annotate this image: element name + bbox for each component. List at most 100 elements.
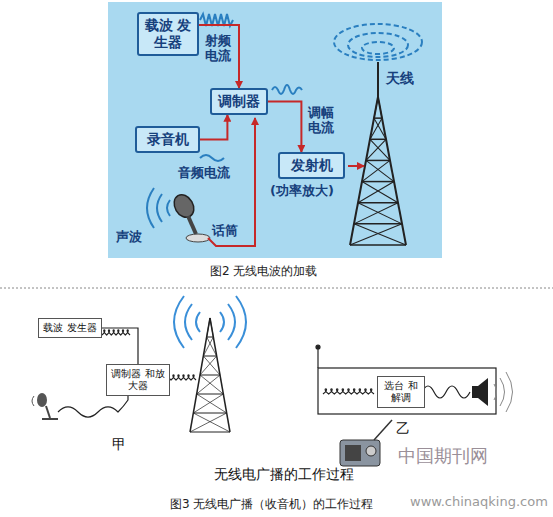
antenna-tower [362, 160, 390, 181]
box-label: 发射机 [284, 157, 339, 174]
antenna-tower [370, 139, 386, 141]
audio-wire [58, 396, 128, 417]
antenna-tower [354, 223, 402, 225]
radio-receiver [366, 446, 376, 456]
connector [200, 115, 227, 140]
antenna-tower [200, 375, 223, 394]
sound-waves [157, 194, 162, 222]
sound-waves [167, 200, 170, 216]
receiver-frame [318, 368, 496, 414]
radio-receiver [374, 420, 392, 440]
antenna-tower [358, 182, 394, 203]
antenna-tower [203, 356, 220, 375]
connector [102, 328, 138, 364]
watermark: www.chinaqking.com [410, 494, 548, 509]
modulated-wave [272, 85, 302, 94]
box-label: 调制器 和放大器 [109, 368, 167, 392]
note: (功率放大) [270, 182, 334, 200]
antenna-tower [374, 117, 382, 119]
speaker [506, 372, 513, 412]
box-label: 载波 发生器 [41, 322, 99, 334]
radio-waves [220, 312, 224, 332]
radio-waves [174, 296, 184, 348]
part-label: 乙 [396, 420, 410, 438]
coil-signal [102, 330, 374, 394]
antenna-tower [203, 356, 216, 357]
antenna-tower [378, 97, 382, 118]
antenna-tower [200, 356, 217, 375]
audio-signal [422, 386, 470, 398]
speaker [494, 372, 513, 412]
box-label: 调制器 [216, 93, 262, 110]
signal-label: 调幅电流 [308, 106, 335, 136]
signal-label: 射频电流 [205, 34, 232, 64]
antenna-tower [374, 97, 378, 118]
antenna-tower [366, 139, 386, 160]
antenna-tower [354, 203, 398, 224]
antenna-tower [370, 139, 390, 160]
speaker [500, 378, 505, 406]
microphone [32, 396, 34, 406]
carrier-generator: 载波 发生器 [137, 12, 199, 56]
figure-caption: 图2 无线电波的加载 [210, 263, 317, 280]
antenna-tower [193, 413, 230, 432]
figure-caption: 图3 无线电广播（收音机）的工作过程 [170, 496, 373, 513]
coil-signal [323, 389, 374, 394]
connector [199, 25, 239, 88]
microphone [186, 234, 210, 242]
carrier-generator: 载波 发生器 [38, 318, 102, 338]
antenna-tower [207, 318, 210, 337]
recorder: 录音机 [135, 126, 200, 153]
box-label: 选台 和解调 [380, 380, 422, 404]
antenna-tower [362, 182, 398, 203]
radio-waves [174, 296, 246, 348]
speaker [472, 386, 478, 398]
antenna-tower [197, 394, 227, 413]
antenna-tower [203, 337, 213, 356]
feed-arrow [348, 165, 364, 167]
antenna-tower [362, 181, 394, 183]
connector [268, 101, 301, 152]
radio-waves [362, 42, 394, 54]
antenna-tower [210, 318, 213, 337]
part-label: 天线 [386, 70, 414, 88]
antenna-tower [200, 375, 220, 376]
receiver-frame [316, 345, 320, 349]
mic-wire [208, 118, 255, 246]
signal-label: 音频电流 [178, 164, 230, 182]
antenna-tower [193, 394, 223, 413]
antenna-tower [190, 413, 227, 432]
microphone [170, 191, 210, 242]
receiver-frame [316, 345, 496, 414]
audio-wave [200, 155, 224, 161]
box-label: 载波 发生器 [143, 17, 193, 51]
radio-receiver [340, 440, 380, 466]
antenna-tower [358, 202, 398, 204]
radio-waves [196, 312, 200, 332]
watermark: 中国期刊网 [398, 444, 488, 468]
antenna-tower [190, 432, 230, 433]
antenna-tower [366, 160, 394, 181]
radio-waves [348, 33, 408, 57]
speaker [472, 372, 513, 412]
microphone [32, 393, 58, 419]
panel-background [108, 2, 442, 258]
antenna-tower [366, 160, 390, 162]
speaker [478, 378, 488, 406]
microphone [170, 191, 198, 221]
antenna-tower [378, 97, 406, 245]
tuner-demodulator: 选台 和解调 [377, 376, 425, 408]
antenna-tower [358, 203, 402, 224]
antenna-tower [197, 375, 220, 394]
antenna-tower [197, 394, 224, 395]
sound-waves [147, 188, 154, 228]
modulator-amplifier: 调制器 和放大器 [106, 364, 170, 396]
antenna-tower [350, 97, 378, 245]
speaker [494, 384, 497, 400]
modulator: 调制器 [210, 88, 268, 115]
box-label: 录音机 [141, 131, 194, 148]
